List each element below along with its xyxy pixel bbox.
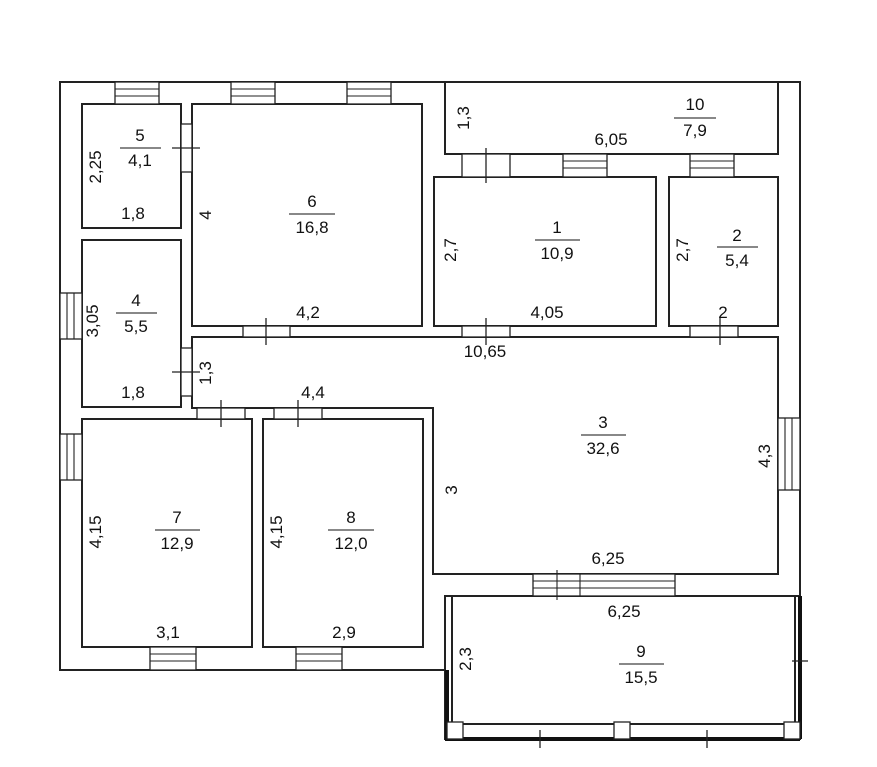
dim-r3-right: 4,3 [755, 444, 774, 468]
dim-r10-height: 1,3 [454, 106, 473, 130]
window-left-4 [59, 292, 83, 340]
terrace-posts [446, 660, 808, 748]
svg-text:6: 6 [307, 192, 316, 211]
window-right-3 [777, 417, 801, 491]
dim-r7-height: 4,15 [86, 515, 105, 548]
svg-text:5,4: 5,4 [725, 251, 749, 270]
dim-r8-height: 4,15 [267, 515, 286, 548]
dim-hall-total: 10,65 [464, 342, 507, 361]
door-room7 [196, 400, 246, 427]
door-room6 [242, 318, 291, 345]
dim-r1-width: 4,05 [530, 303, 563, 322]
room-7-label: 7 12,9 [155, 508, 200, 553]
dimension-labels: 1,3 6,05 2,25 1,8 4 4,2 2,7 4,05 2,7 2 3… [83, 106, 774, 671]
window-bottom-8 [295, 646, 343, 671]
window-bottom-7 [149, 646, 197, 671]
window-room3-room9 [532, 570, 676, 600]
window-top-3 [346, 81, 392, 105]
svg-text:7: 7 [172, 508, 181, 527]
windows [59, 81, 801, 671]
svg-text:32,6: 32,6 [586, 439, 619, 458]
door-room1 [461, 318, 511, 345]
svg-text:3: 3 [598, 413, 607, 432]
room-labels: 10 7,9 5 4,1 6 16,8 1 10,9 2 5,4 4 5,5 [116, 95, 758, 687]
door-room5 [172, 123, 200, 173]
svg-text:10: 10 [686, 95, 705, 114]
dim-r7-width: 3,1 [156, 623, 180, 642]
door-room10 [461, 148, 511, 183]
svg-text:4: 4 [131, 291, 140, 310]
room-9-label: 9 15,5 [619, 642, 664, 687]
dim-hall-left: 4,4 [301, 383, 325, 402]
svg-text:1: 1 [552, 218, 561, 237]
room-7-outline [81, 418, 253, 648]
room-6-outline [191, 103, 423, 327]
svg-text:4,1: 4,1 [128, 151, 152, 170]
svg-text:7,9: 7,9 [683, 121, 707, 140]
room-2-label: 2 5,4 [717, 226, 758, 270]
window-room1 [562, 153, 608, 178]
svg-text:5,5: 5,5 [124, 317, 148, 336]
door-room8 [273, 400, 323, 427]
doors [172, 123, 808, 748]
door-room4 [172, 347, 200, 397]
room-10-label: 10 7,9 [674, 95, 716, 140]
dim-r5-height: 2,25 [86, 150, 105, 183]
room-8-outline [262, 418, 424, 648]
room-5-label: 5 4,1 [120, 126, 161, 170]
dim-r4-width: 1,8 [121, 383, 145, 402]
room-6-label: 6 16,8 [289, 192, 335, 237]
dim-r2-height: 2,7 [673, 238, 692, 262]
svg-text:9: 9 [636, 642, 645, 661]
dim-r1-height: 2,7 [441, 238, 460, 262]
door-room2 [689, 318, 739, 345]
dim-r10-width: 6,05 [594, 130, 627, 149]
window-top-1 [114, 81, 160, 105]
dim-r4-height: 3,05 [83, 304, 102, 337]
window-top-2 [230, 81, 276, 105]
dim-hall-small: 1,3 [196, 361, 215, 385]
room-10-outline [444, 81, 779, 155]
window-room2 [689, 153, 735, 178]
svg-text:12,0: 12,0 [334, 534, 367, 553]
svg-text:2: 2 [732, 226, 741, 245]
svg-text:5: 5 [135, 126, 144, 145]
room-4-label: 4 5,5 [116, 291, 157, 336]
dim-r2-width: 2 [718, 303, 727, 322]
room-3-label: 3 32,6 [581, 413, 626, 458]
room-1-label: 1 10,9 [535, 218, 580, 263]
dim-r3-left: 3 [442, 485, 461, 494]
dim-r6-height: 4 [196, 210, 215, 219]
window-left-7 [59, 433, 83, 481]
room-3-outline [191, 336, 779, 575]
dim-r9-width: 6,25 [607, 602, 640, 621]
svg-text:10,9: 10,9 [540, 244, 573, 263]
room-8-label: 8 12,0 [328, 508, 374, 553]
dim-r5-width: 1,8 [121, 204, 145, 223]
dim-r6-width: 4,2 [296, 303, 320, 322]
dim-r3-bottom: 6,25 [591, 549, 624, 568]
room-1-outline [433, 176, 657, 327]
svg-text:16,8: 16,8 [295, 218, 328, 237]
svg-text:12,9: 12,9 [160, 534, 193, 553]
svg-text:15,5: 15,5 [624, 668, 657, 687]
dim-r9-height: 2,3 [456, 647, 475, 671]
dim-r8-width: 2,9 [332, 623, 356, 642]
svg-text:8: 8 [346, 508, 355, 527]
